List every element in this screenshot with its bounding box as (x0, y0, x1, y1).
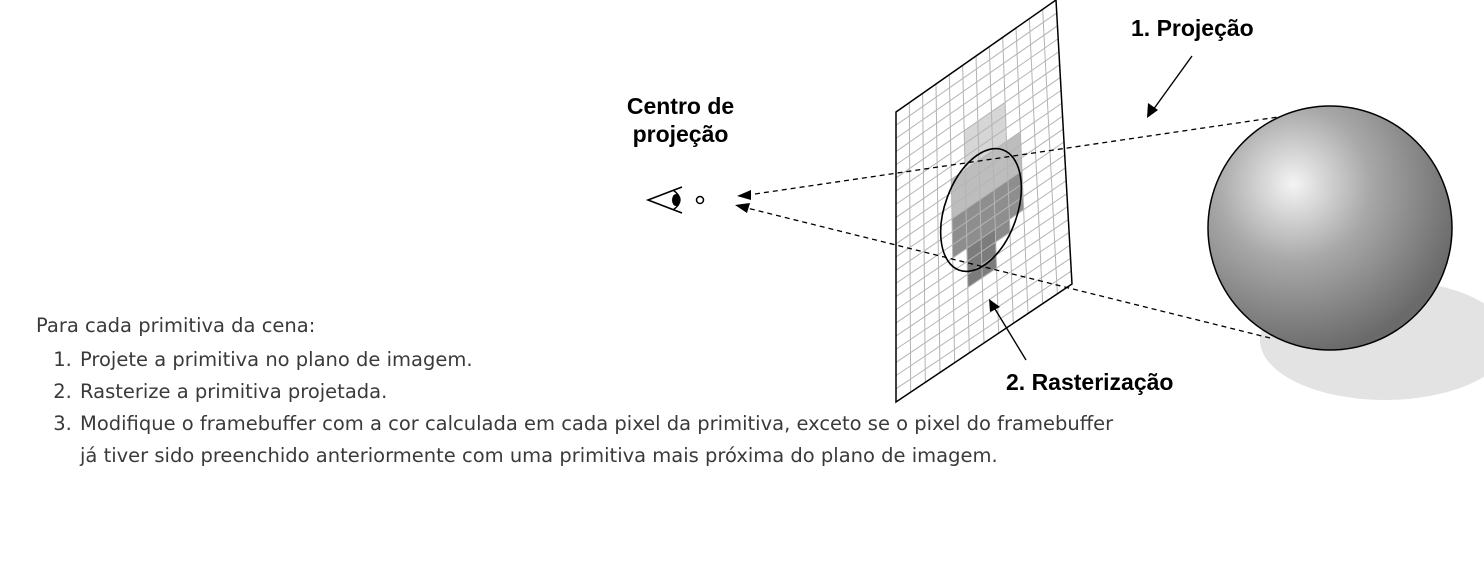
shaded-pixel (979, 163, 994, 187)
grid-line (895, 206, 1068, 324)
shaded-pixel (965, 173, 980, 197)
shaded-pixel (977, 111, 992, 135)
grid-line (895, 115, 1063, 232)
shaded-pixel (994, 206, 1010, 229)
shaded-pixel (966, 225, 982, 249)
projection-arrowhead (1147, 103, 1158, 118)
shaded-pixel (980, 215, 996, 239)
projected-circle (939, 147, 1023, 273)
grid-line (895, 193, 1068, 311)
arrowhead-front (737, 190, 751, 200)
shaded-pixel (995, 219, 1010, 243)
rasterization-arrowhead (989, 299, 1000, 312)
shaded-pixel (978, 137, 993, 161)
sphere (1207, 105, 1453, 351)
grid-line (895, 154, 1066, 271)
shaded-pixel (967, 264, 983, 288)
shaded-pixel (993, 167, 1008, 190)
step-item: Rasterize a primitiva projetada. (78, 376, 1123, 408)
shaded-pixel (994, 180, 1009, 203)
image-plane (895, 0, 1073, 404)
arrowhead-back (735, 203, 750, 213)
shaded-pixel (1008, 170, 1023, 194)
grid-line (895, 270, 1072, 390)
shaded-pixel (952, 222, 967, 245)
eye-icon (645, 186, 683, 214)
rasterization-label: 2. Rasterização (1006, 369, 1174, 395)
steps-list: Projete a primitiva no plano de imagem. … (36, 344, 1123, 472)
grid-line (895, 219, 1069, 337)
shaded-pixel (981, 242, 997, 265)
instructions-intro: Para cada primitiva da cena: (36, 314, 316, 337)
shaded-pixel (1007, 157, 1022, 181)
shaded-pixel (991, 102, 1006, 125)
projection-label: 1. Projeção (1131, 15, 1254, 41)
center-point-icon (695, 195, 705, 205)
shaded-pixel (980, 202, 995, 226)
center-label-line2: projeção (632, 121, 729, 147)
shaded-pixel (952, 209, 967, 232)
shaded-pixel (967, 251, 982, 275)
shaded-pixel (979, 176, 994, 200)
shaded-pixel (981, 255, 997, 278)
grid-line (895, 12, 1058, 126)
step-item: Modifique o framebuffer com a cor calcul… (78, 408, 1123, 472)
grid-line (895, 244, 1071, 363)
shaded-pixel (951, 196, 966, 219)
rasterization-leader (994, 308, 1027, 361)
shaded-pixel (966, 199, 981, 223)
grid-line (895, 89, 1062, 205)
pixel-grid (895, 9, 1072, 393)
shaded-pixel (1006, 131, 1021, 155)
center-label-line1: Centro de (626, 93, 735, 119)
shaded-pixel (991, 115, 1007, 138)
rasterized-pixels (951, 102, 1024, 288)
grid-line (895, 64, 1060, 179)
instructions: Para cada primitiva da cena: Projete a p… (36, 310, 1123, 472)
step-item: Projete a primitiva no plano de imagem. (78, 344, 1123, 376)
shaded-pixel (965, 186, 980, 210)
shaded-pixel (981, 228, 996, 252)
grid-line (895, 180, 1067, 297)
projection-leader (1152, 55, 1193, 111)
center-of-projection-label: Centro de projeção (603, 92, 758, 148)
grid-line (895, 141, 1065, 258)
shaded-pixel (978, 150, 994, 174)
shaded-pixel (980, 189, 995, 213)
shaded-pixel (964, 121, 979, 144)
grid-line (895, 51, 1060, 166)
shaded-pixel (966, 238, 982, 262)
shaded-pixel (992, 128, 1007, 151)
grid-line (895, 231, 1070, 350)
shaded-pixel (951, 169, 966, 193)
shaded-pixel (951, 182, 966, 206)
grid-line (895, 77, 1061, 192)
shaded-pixel (994, 193, 1009, 216)
shaded-pixel (993, 154, 1008, 177)
shaded-pixel (1008, 183, 1024, 207)
grid-line (895, 257, 1071, 377)
shaded-pixel (978, 124, 993, 148)
shaded-pixel (964, 134, 979, 157)
grid-line (895, 25, 1058, 139)
shaded-pixel (966, 212, 981, 236)
shaded-pixel (965, 160, 980, 183)
shaded-pixel (952, 235, 967, 258)
grid-line (895, 38, 1059, 152)
grid-line (895, 167, 1066, 284)
grid-line (895, 128, 1064, 245)
